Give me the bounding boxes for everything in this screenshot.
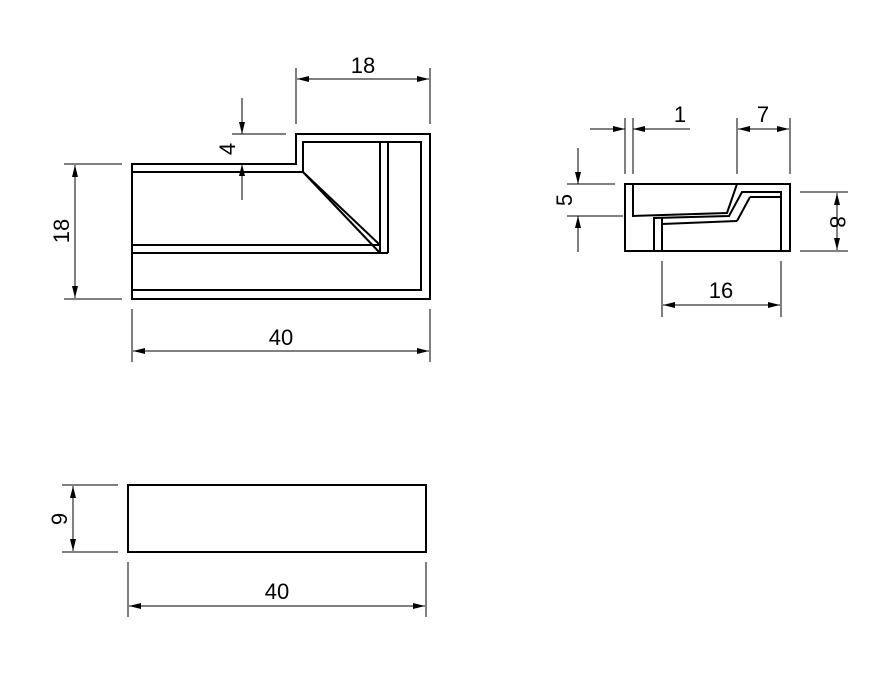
front-view-outline bbox=[131, 133, 431, 300]
side-view-inner-line bbox=[661, 220, 738, 225]
dimension-label: 40 bbox=[265, 579, 289, 604]
top-view: 40 9 bbox=[47, 484, 427, 617]
dimension-side-recess-depth: 5 bbox=[552, 148, 623, 252]
side-view-inner-line bbox=[736, 196, 751, 222]
dimension-label: 1 bbox=[674, 102, 686, 127]
dimension-label: 18 bbox=[49, 219, 74, 243]
dimension-top-height: 9 bbox=[47, 484, 118, 553]
dimension-label: 18 bbox=[351, 53, 375, 78]
dimension-label: 16 bbox=[709, 278, 733, 303]
dimension-front-width: 40 bbox=[131, 309, 431, 362]
dimension-label: 7 bbox=[757, 102, 769, 127]
dimension-label: 8 bbox=[825, 216, 850, 228]
front-view: 40 18 18 4 bbox=[49, 53, 431, 362]
dimension-front-step-height: 4 bbox=[215, 98, 286, 200]
dimension-side-wall: 1 bbox=[590, 102, 690, 174]
side-view-inner-line bbox=[632, 183, 738, 218]
dimension-front-step-width: 18 bbox=[295, 53, 431, 124]
side-view: 1 7 5 8 16 bbox=[552, 102, 850, 317]
dimension-side-height: 8 bbox=[800, 191, 850, 252]
dimension-label: 5 bbox=[552, 194, 577, 206]
dimension-front-height: 18 bbox=[49, 163, 122, 300]
side-view-outline bbox=[624, 183, 791, 252]
top-view-outline bbox=[127, 484, 427, 553]
dimension-label: 4 bbox=[215, 143, 240, 155]
dimension-side-base-width: 16 bbox=[661, 261, 782, 317]
dimension-side-lip: 7 bbox=[736, 102, 791, 174]
dimension-label: 40 bbox=[269, 325, 293, 350]
dimension-label: 9 bbox=[47, 513, 72, 525]
front-view-pocket-line bbox=[132, 141, 422, 291]
side-view-inner-line bbox=[653, 191, 782, 251]
front-view-slope-line bbox=[302, 171, 381, 254]
dimension-top-width: 40 bbox=[127, 562, 427, 617]
